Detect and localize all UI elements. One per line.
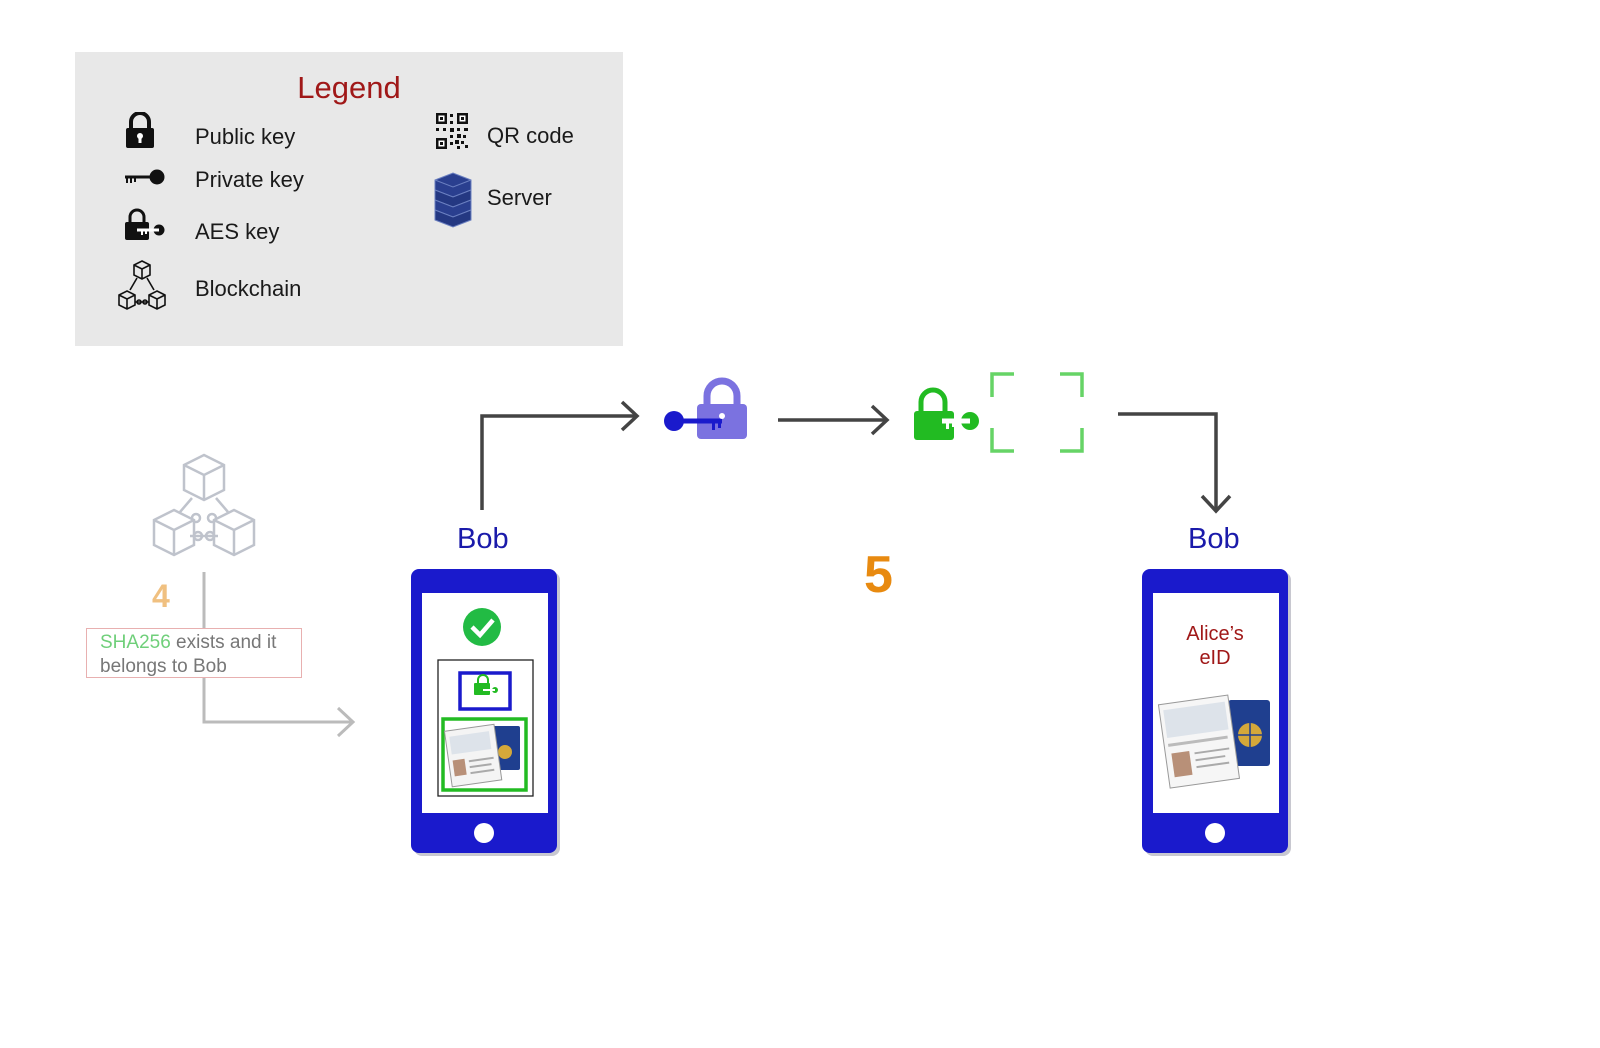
public-key-icon [126,112,154,148]
step-5-number: 5 [864,546,893,604]
right-phone [1142,569,1291,856]
encrypted-public-key-icon [664,377,747,439]
left-phone [411,569,560,856]
qr-scan-frame-icon [990,372,1084,453]
blockchain-faded-icon [152,453,256,557]
verification-note: SHA256 exists and it belongs to Bob [86,628,302,678]
sha256-highlight: SHA256 [100,632,171,653]
arrow-blockchain-to-bob [202,572,356,738]
step-4-number: 4 [152,578,170,614]
bob-label-right: Bob [1188,523,1240,555]
legend-label-qr-code: QR code [487,123,574,148]
qr-code-icon [436,113,468,149]
arrow-bob-to-encryption [480,400,640,510]
alice-eid-line2: eID [1199,647,1231,669]
legend-title: Legend [297,70,401,105]
blockchain-icon [118,260,166,310]
aes-key-icon [125,208,165,240]
bob-label-left: Bob [457,523,509,555]
arrow-encryption-to-aes [778,404,890,436]
legend-label-aes-key: AES key [195,219,280,244]
legend-label-private-key: Private key [195,167,304,192]
verification-note-line1: exists and it [170,632,277,653]
server-icon [434,172,472,228]
arrow-scan-to-bob [1118,412,1232,514]
alice-eid-line1: Alice’s [1186,623,1244,645]
green-aes-key-icon [914,387,979,440]
private-key-icon [125,169,165,185]
legend-label-public-key: Public key [195,124,296,149]
legend-label-blockchain: Blockchain [195,276,302,301]
legend-label-server: Server [487,185,552,210]
alice-eid-title: Alice’s eID [1153,622,1277,670]
legend-panel: Legend Public key Private key AES key Bl… [75,52,623,346]
verification-note-line2: belongs to Bob [100,656,227,677]
